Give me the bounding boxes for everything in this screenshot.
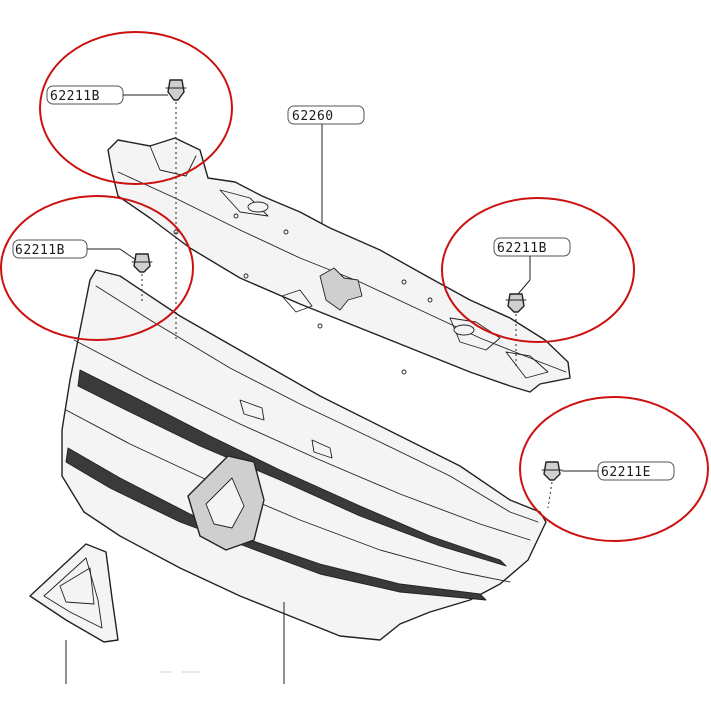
tag-clip-left: 62211B — [12, 239, 137, 261]
clip-bottom-right-icon — [541, 461, 563, 509]
callout-circles — [0, 31, 709, 542]
tag-clip-top-left-text: 62211B — [50, 89, 100, 104]
corner-trim-icon — [29, 543, 119, 684]
clip-top-left-icon — [165, 79, 187, 342]
tag-clip-left-text: 62211B — [15, 243, 65, 258]
clip-left-icon — [131, 253, 153, 302]
tag-clip-right-text: 62211B — [497, 241, 547, 256]
tag-cover: 62260 — [287, 105, 365, 125]
tag-clip-right: 62211B — [493, 237, 571, 295]
callout-circle-top-left — [39, 31, 233, 185]
callout-circle-bottom-right — [519, 396, 709, 542]
callout-circle-right — [441, 197, 635, 343]
front-grille-icon — [61, 269, 547, 641]
tag-clip-bottom-right-text: 62211E — [601, 465, 651, 480]
tag-cover-text: 62260 — [292, 109, 334, 124]
callout-circle-left — [0, 195, 194, 341]
tag-clip-top-left: 62211B — [46, 85, 168, 105]
tag-clip-bottom-right: 62211E — [562, 461, 675, 481]
